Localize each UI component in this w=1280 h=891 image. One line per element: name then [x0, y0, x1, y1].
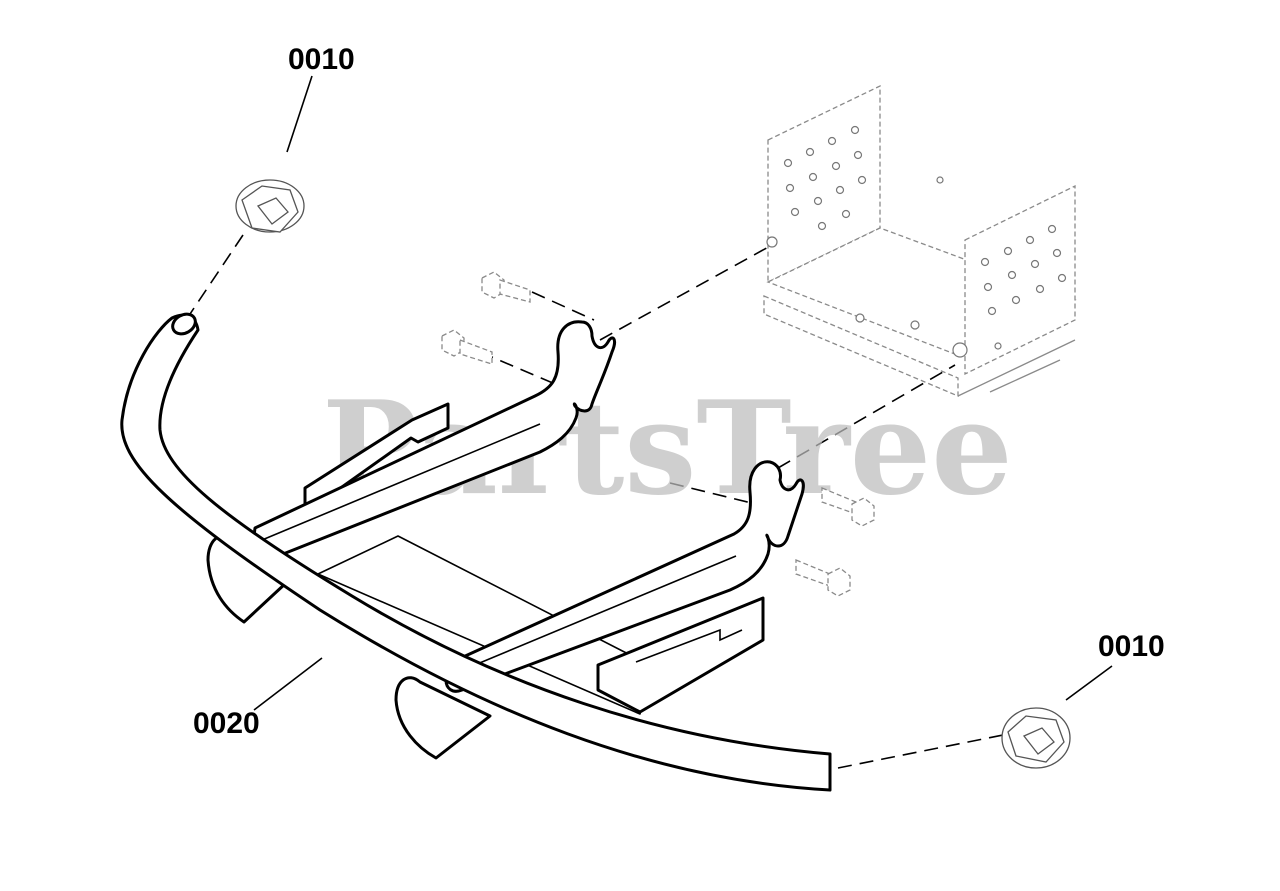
hoop-bracket-left	[250, 320, 616, 564]
bolt-lower-right	[795, 559, 851, 597]
bolt-lower-left	[441, 329, 493, 365]
leader-lines	[253, 75, 1113, 711]
frame-bracket-ghost	[763, 84, 1077, 397]
bolt-upper-left	[481, 271, 531, 303]
bracket-base-plate	[303, 402, 765, 715]
callout-clip-top: 0010	[288, 43, 355, 76]
clip-top	[235, 179, 305, 233]
callout-bumper: 0020	[193, 707, 260, 740]
hoop-bracket-right	[444, 460, 805, 693]
bolt-upper-right	[821, 487, 875, 527]
bumper-tube	[120, 312, 832, 792]
callout-clip-bottom: 0010	[1098, 630, 1165, 663]
tube-stubs	[206, 534, 492, 760]
clip-bottom	[1001, 707, 1071, 769]
